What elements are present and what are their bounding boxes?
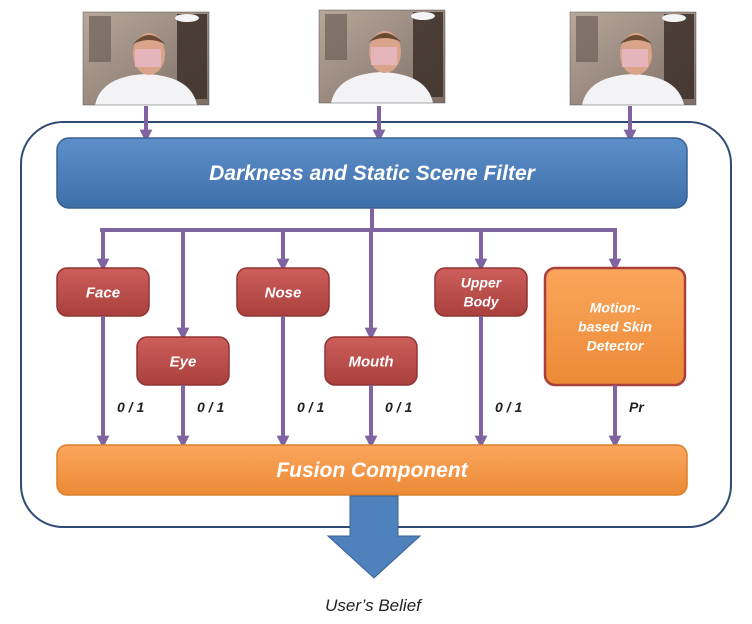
detector-nose: Nose bbox=[236, 267, 330, 317]
person-photo-icon bbox=[569, 11, 697, 106]
filter-label: Darkness and Static Scene Filter bbox=[209, 162, 536, 185]
detector-eye: Eye bbox=[136, 336, 230, 386]
output-arrow bbox=[326, 495, 422, 579]
filter-block: Darkness and Static Scene Filter bbox=[56, 137, 688, 209]
fusion-block: Fusion Component bbox=[56, 444, 688, 496]
detector-label: Face bbox=[86, 284, 120, 301]
person-photo-icon bbox=[318, 9, 446, 104]
detector-face: Face bbox=[56, 267, 150, 317]
detector-output-label: Pr bbox=[629, 399, 645, 415]
detector-label: Nose bbox=[265, 284, 302, 301]
fusion-label: Fusion Component bbox=[276, 459, 468, 482]
detector-label: Mouth bbox=[349, 353, 394, 370]
camera-frame-1 bbox=[82, 11, 210, 106]
detector-output-label: 0 / 1 bbox=[197, 399, 224, 415]
detector-mouth: Mouth bbox=[324, 336, 418, 386]
detector-output-label: 0 / 1 bbox=[117, 399, 144, 415]
camera-frame-3 bbox=[569, 11, 697, 106]
detector-output-label: 0 / 1 bbox=[297, 399, 324, 415]
person-photo-icon bbox=[82, 11, 210, 106]
detector-output-label: 0 / 1 bbox=[385, 399, 412, 415]
result-label: User’s Belief bbox=[325, 596, 423, 615]
camera-frame-2 bbox=[318, 9, 446, 104]
detector-output-label: 0 / 1 bbox=[495, 399, 522, 415]
detector-label: Eye bbox=[170, 353, 197, 370]
